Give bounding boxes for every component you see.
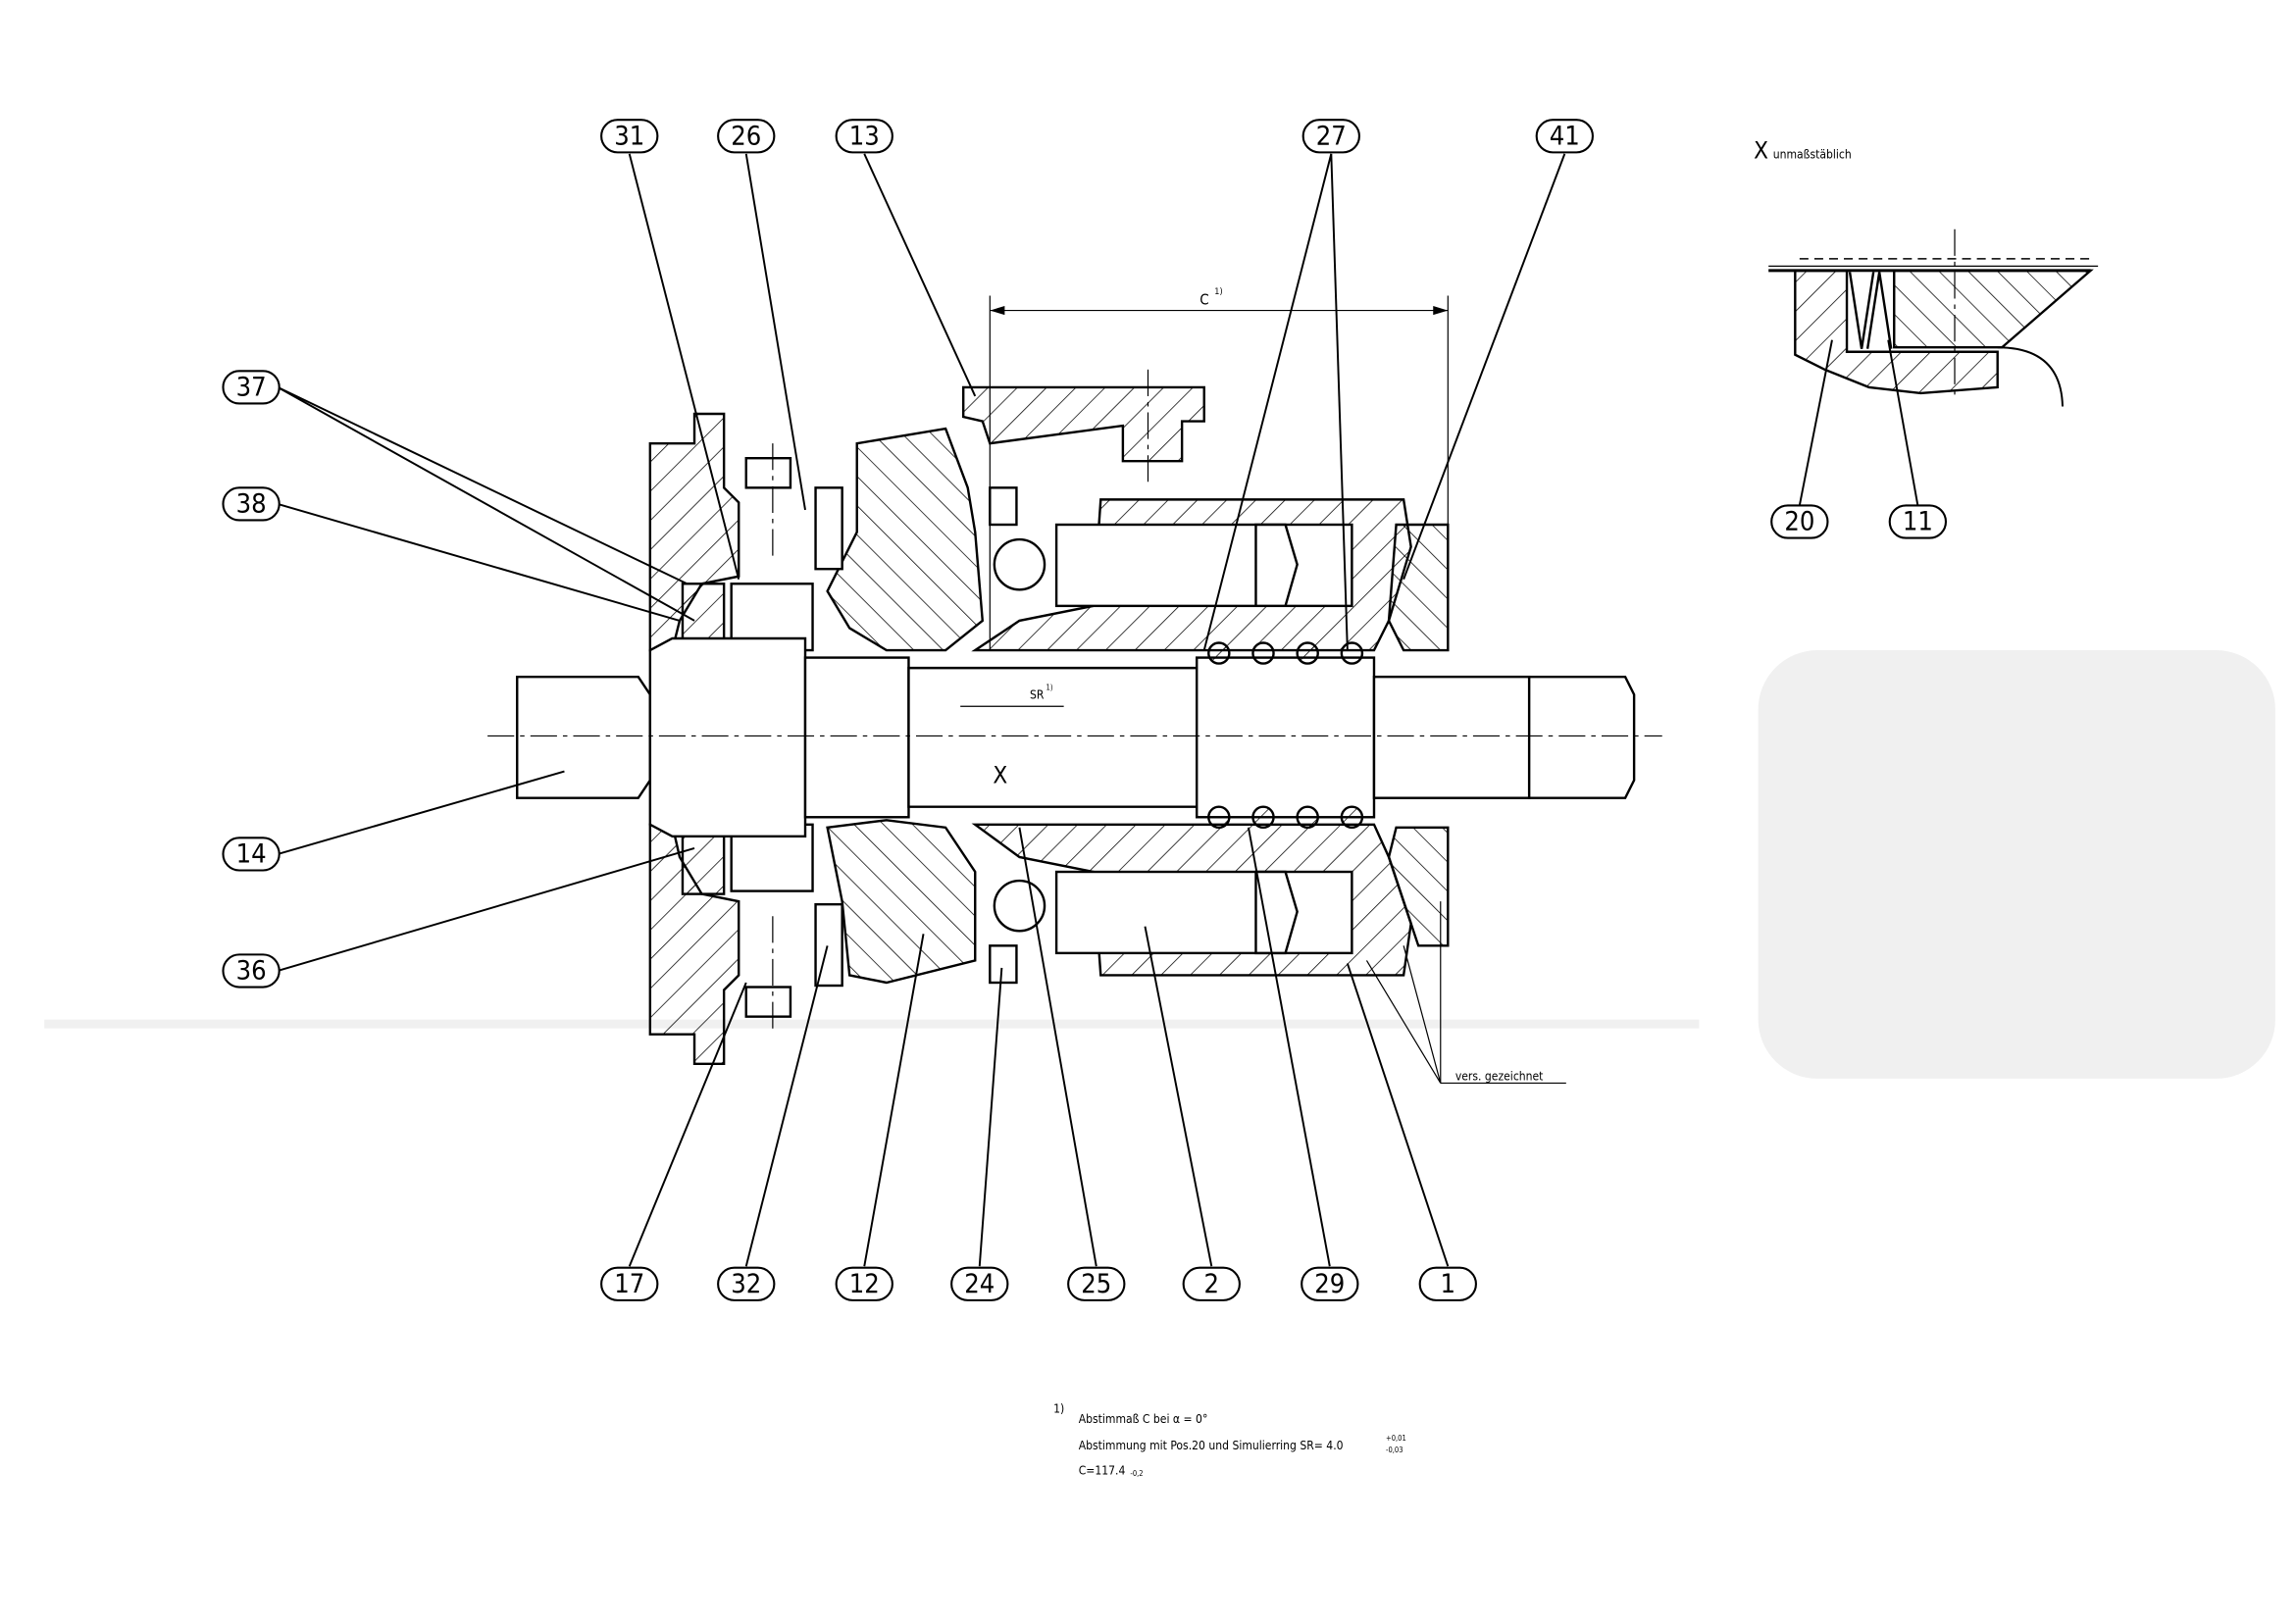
- balloon: 13: [835, 119, 893, 154]
- balloon: 26: [717, 119, 776, 154]
- annotation-vers-gezeichnet: vers. gezeichnet: [1455, 1069, 1544, 1083]
- watermark: [44, 650, 2275, 1079]
- balloon-number: 11: [1903, 506, 1933, 536]
- balloon: 17: [600, 1266, 659, 1301]
- balloon: 1: [1418, 1266, 1477, 1301]
- balloon: 29: [1301, 1266, 1359, 1301]
- balloon-number: 37: [236, 372, 267, 402]
- balloon-number: 13: [849, 121, 880, 151]
- balloon-number: 32: [731, 1269, 761, 1299]
- balloon: 14: [222, 837, 281, 872]
- spring: [1207, 641, 1364, 830]
- balloon: 38: [222, 486, 281, 522]
- footnote-ref: 1): [1053, 1401, 1064, 1415]
- balloon-number: 2: [1204, 1269, 1220, 1299]
- balloon-number: 1: [1441, 1269, 1456, 1299]
- note-line-2: Abstimmung mit Pos.20 und Simulierring S…: [1079, 1439, 1344, 1452]
- balloon: 12: [835, 1266, 893, 1301]
- dimension-c-footnote: 1): [1214, 287, 1222, 297]
- detail-x-marker: X: [993, 762, 1007, 789]
- balloon: 31: [600, 119, 659, 154]
- balloon: 2: [1182, 1266, 1241, 1301]
- balloon-number: 29: [1314, 1269, 1345, 1299]
- balloon: 41: [1535, 119, 1594, 154]
- balloon-number: 27: [1316, 121, 1347, 151]
- leader-lines: [277, 153, 1566, 1267]
- balloon-number: 20: [1784, 506, 1814, 536]
- detail-x-view: X unmaßstäblich 20 11: [1754, 136, 2099, 539]
- balloon: 25: [1067, 1266, 1126, 1301]
- balloon: 37: [222, 370, 281, 405]
- balloon: 11: [1888, 504, 1948, 539]
- balloon-number: 38: [236, 488, 267, 519]
- balloon-number: 24: [964, 1269, 995, 1299]
- note-line-3-tol: -0,2: [1130, 1469, 1143, 1478]
- balloon-number: 14: [236, 838, 267, 869]
- balloon-number: 41: [1550, 121, 1580, 151]
- detail-caption: unmaßstäblich: [1773, 147, 1852, 161]
- note-line-2-tol-lower: -0,03: [1386, 1446, 1403, 1454]
- balloon: 20: [1770, 504, 1829, 539]
- detail-letter: X: [1754, 136, 1768, 164]
- balloon-number: 12: [849, 1269, 880, 1299]
- dimension-sr-label: SR: [1030, 688, 1045, 702]
- balloon-number: 17: [614, 1269, 644, 1299]
- balloon-number: 31: [614, 121, 644, 151]
- dimension-sr-footnote: 1): [1046, 684, 1053, 692]
- balloon-number: 36: [236, 955, 267, 986]
- note-line-1: Abstimmaß C bei α = 0°: [1079, 1412, 1208, 1426]
- balloon: 36: [222, 953, 281, 989]
- balloon: 27: [1301, 119, 1360, 154]
- dimension-c-label: C: [1199, 291, 1208, 309]
- note-line-2-tol-upper: +0,01: [1386, 1434, 1406, 1443]
- balloon-number: 25: [1081, 1269, 1111, 1299]
- pump-section-view: C 1) SR 1) X vers. gezeichnet: [487, 287, 1662, 1085]
- balloon: 24: [950, 1266, 1009, 1301]
- balloon-number: 26: [731, 121, 761, 151]
- footnotes: 1) Abstimmaß C bei α = 0° Abstimmung mit…: [1053, 1401, 1406, 1478]
- note-line-3: C=117.4: [1079, 1464, 1126, 1478]
- balloon: 32: [717, 1266, 776, 1301]
